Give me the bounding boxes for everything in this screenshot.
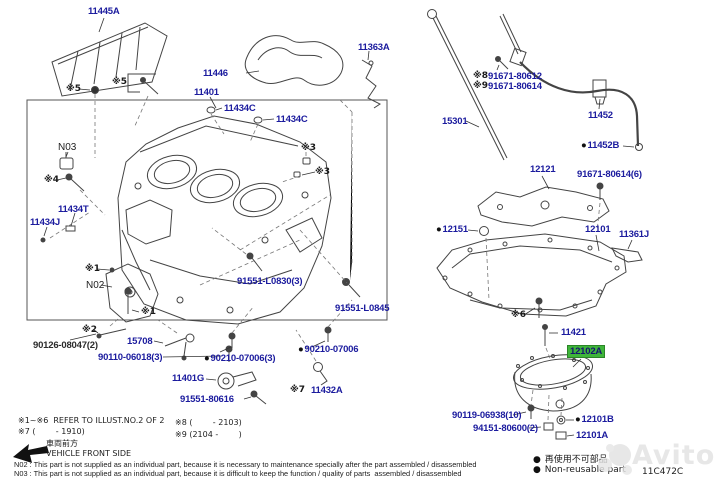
- marker-label: ※8: [473, 71, 489, 81]
- marker-label: N03: [58, 142, 77, 153]
- vehicle-front-en: VEHICLE FRONT SIDE: [46, 449, 132, 458]
- part-label: 91551-L0830(3): [237, 276, 303, 287]
- non-reusable-dot: ●: [533, 465, 541, 475]
- marker-label: ※9: [473, 81, 489, 91]
- footnote-range7: ※7 ( - 1910): [18, 427, 85, 436]
- part-label: 90126-08047(2): [33, 340, 98, 351]
- part-label: 15301: [442, 116, 468, 127]
- part-label-highlighted: 12102A: [567, 345, 606, 358]
- part-label: 91551-L0845: [335, 303, 390, 314]
- non-reusable-dot: ●: [298, 344, 304, 355]
- dashed-lines: [49, 94, 601, 421]
- marker-label: ※5: [112, 77, 128, 87]
- part-label: 11421: [561, 327, 586, 338]
- part-label: 91671-80614(6): [577, 169, 642, 180]
- vehicle-front-jp: 車両前方: [46, 439, 78, 448]
- part-label: 11452: [588, 110, 613, 121]
- marker-label: ※2: [82, 325, 98, 335]
- part-label: ●12151: [436, 224, 468, 235]
- part-label: 90119-06938(10): [452, 410, 522, 421]
- part-label: 91671-80614: [488, 81, 542, 92]
- part-label: 11434C: [276, 114, 308, 125]
- footnote-range9: ※9 (2104 - ): [175, 430, 242, 439]
- part-label: 11434J: [30, 217, 60, 228]
- marker-label: ※3: [315, 167, 331, 177]
- part-label: 12121: [530, 164, 556, 175]
- part-label: 94151-80600(2): [473, 423, 538, 434]
- part-label: ●12101B: [575, 414, 614, 425]
- part-label: ●11452B: [581, 140, 620, 151]
- leader-lines: [43, 17, 635, 437]
- part-label: 11432A: [311, 385, 343, 396]
- part-label: 15708: [127, 336, 153, 347]
- main-box: [26, 99, 388, 321]
- parts-linework: [40, 9, 643, 440]
- part-label: 11401G: [172, 373, 205, 384]
- part-label: 11361J: [619, 229, 649, 240]
- note-n02: N02 : This part is not supplied as an in…: [14, 460, 477, 469]
- marker-label: ※3: [301, 143, 317, 153]
- non-reusable-dot: ●: [204, 353, 210, 364]
- marker-label: ※7: [290, 385, 306, 395]
- footnote-range8: ※8 ( - 2103): [175, 418, 242, 427]
- marker-label: ※5: [66, 84, 82, 94]
- note-n03: N03 : This part is not supplied as an in…: [14, 469, 462, 478]
- legend-non-reusable-en: ● Non-reusable part: [533, 465, 626, 475]
- non-reusable-dot: ●: [436, 224, 442, 235]
- part-label: 11401: [194, 87, 219, 98]
- marker-label: ※1: [141, 307, 157, 317]
- part-label: 11445A: [88, 6, 120, 17]
- legend-non-reusable-jp: ● 再使用不可部品: [533, 455, 608, 465]
- part-label: ●90210-07006: [298, 344, 359, 355]
- part-label: 91671-80612: [488, 71, 542, 82]
- figure-code: 11C472C: [642, 467, 684, 477]
- marker-label: N02: [86, 280, 105, 291]
- marker-label: ※1: [85, 264, 101, 274]
- part-label: 11434T: [58, 204, 89, 215]
- part-label: 90110-06018(3): [98, 352, 163, 363]
- marker-label: ※6: [511, 310, 527, 320]
- part-label: 91551-80616: [180, 394, 234, 405]
- part-label: 11446: [203, 68, 228, 79]
- part-label: 12101: [585, 224, 611, 235]
- vehicle-front-arrow: [13, 444, 49, 463]
- non-reusable-dot: ●: [581, 140, 587, 151]
- part-label: 11434C: [224, 103, 256, 114]
- part-label: 11363A: [358, 42, 390, 53]
- non-reusable-dot: ●: [575, 414, 581, 425]
- marker-label: ※4: [44, 175, 60, 185]
- part-label: ●90210-07006(3): [204, 353, 276, 364]
- footnote-reference: ※1~※6 REFER TO ILLUST.NO.2 OF 2: [18, 416, 165, 425]
- non-reusable-dot: ●: [533, 455, 541, 465]
- part-label: 12101A: [576, 430, 609, 441]
